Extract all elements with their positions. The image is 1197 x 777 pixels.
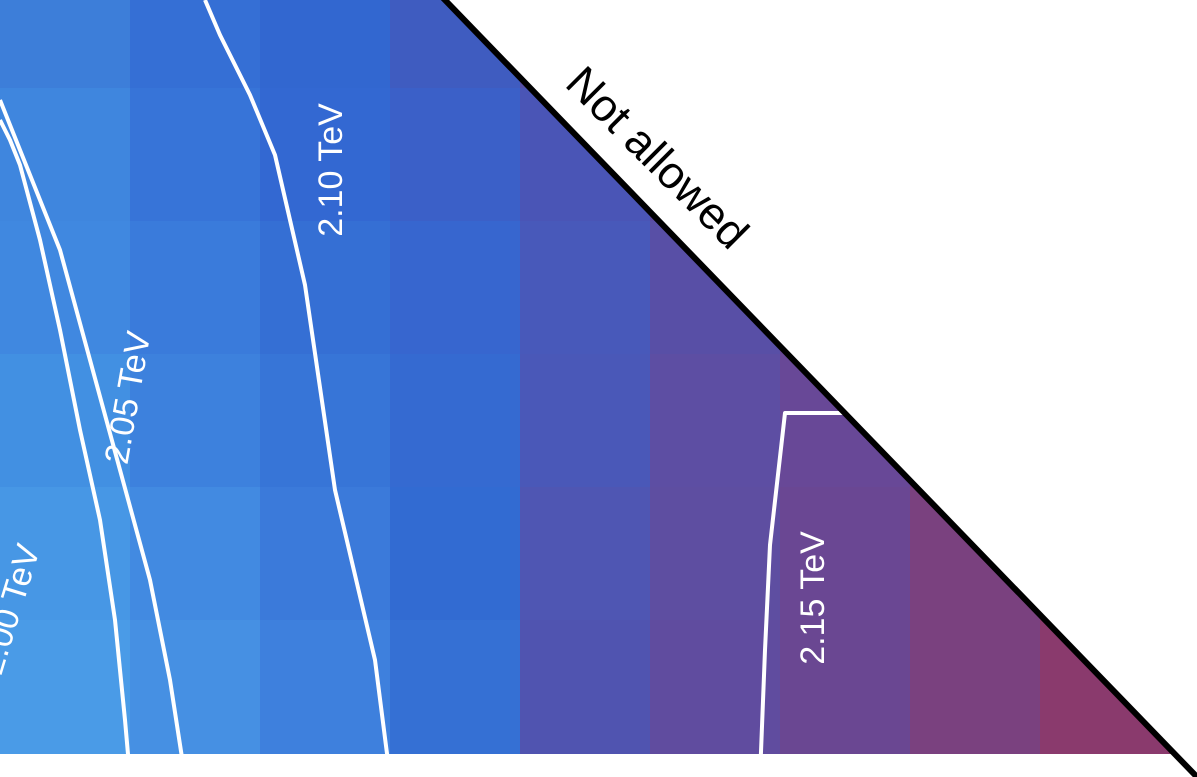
allowed-region-boundary: [440, 0, 1197, 777]
contour-line-3: [758, 411, 848, 777]
heatmap-cell: [520, 221, 651, 355]
heatmap-cell: [520, 620, 651, 754]
heatmap-cell: [0, 354, 131, 488]
heatmap-cell: [130, 88, 261, 222]
heatmap-cell: [260, 487, 391, 621]
boundary-line: [440, 0, 1197, 777]
heatmap-cell: [0, 487, 131, 621]
heatmap-cell: [0, 221, 131, 355]
heatmap-cell: [260, 88, 391, 222]
heatmap-cell: [910, 620, 1041, 754]
heatmap-cell: [0, 88, 131, 222]
contour-line-0: [0, 119, 132, 777]
heatmap-cell: [650, 620, 781, 754]
heatmap-cell: [130, 487, 261, 621]
heatmap-cell: [520, 487, 651, 621]
contour-lines: [0, 0, 848, 777]
heatmap-cell: [260, 221, 391, 355]
heatmap-cell: [260, 0, 391, 89]
heatmap-cell: [390, 487, 521, 621]
heatmap-cell: [390, 221, 521, 355]
contour-line-1: [0, 99, 187, 777]
heatmap-cell: [390, 354, 521, 488]
contour-line-2: [203, 0, 392, 777]
heatmap-cell: [130, 354, 261, 488]
contour-label-2-15: 2.15 TeV: [794, 531, 832, 665]
heatmap-cell: [390, 620, 521, 754]
heatmap-cell: [130, 620, 261, 754]
heatmap-cell: [520, 354, 651, 488]
heatmap-cell: [780, 620, 911, 754]
heatmap-cell: [650, 354, 781, 488]
heatmap-cell: [0, 620, 131, 754]
heatmap-cell: [650, 487, 781, 621]
heatmap-cell: [390, 88, 521, 222]
heatmap-cell: [130, 221, 261, 355]
heatmap-cell: [0, 0, 131, 89]
heatmap-cell: [780, 487, 911, 621]
contour-label-2-10: 2.10 TeV: [312, 103, 350, 237]
